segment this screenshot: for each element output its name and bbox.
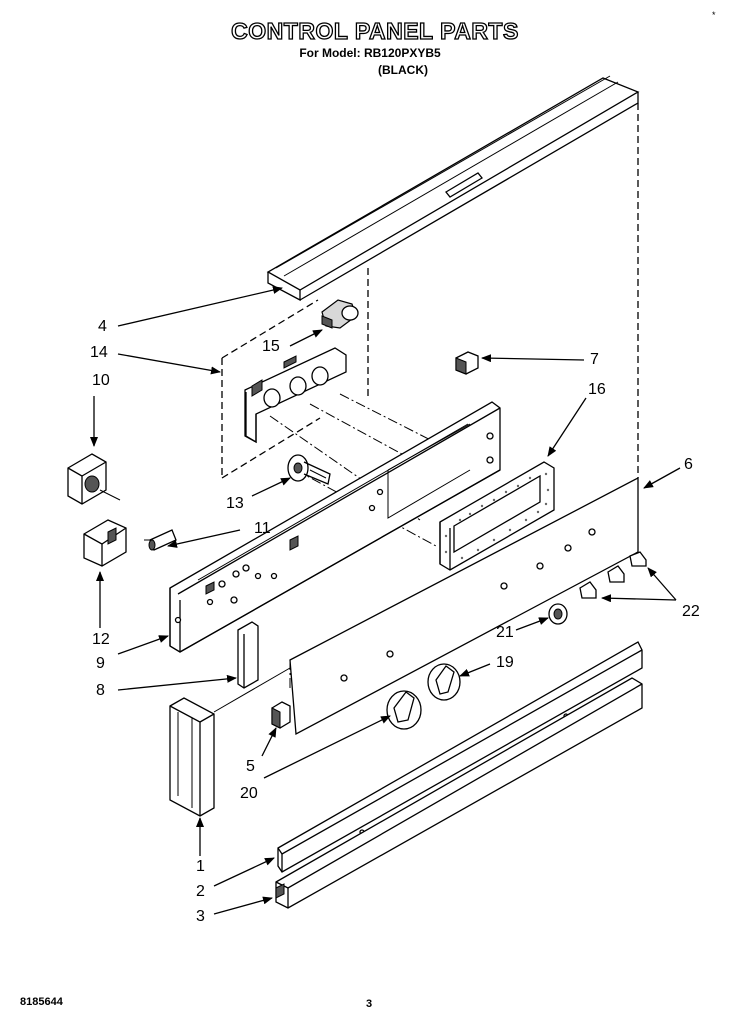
part-label-14: 14 (90, 344, 108, 361)
rotary-13 (287, 454, 331, 485)
part-label-10: 10 (92, 372, 110, 389)
clip-7 (455, 351, 479, 375)
clip-5 (271, 701, 291, 729)
transformer-10 (67, 453, 121, 505)
switch-15 (321, 299, 359, 329)
knob-20 (386, 690, 422, 730)
relay-12 (83, 519, 127, 567)
part-label-8: 8 (96, 682, 105, 699)
fuse-11 (144, 529, 177, 551)
part-label-12: 12 (92, 631, 110, 648)
leader-arrows (90, 286, 681, 915)
lower-trim-2 (277, 641, 643, 873)
part-label-15: 15 (262, 338, 280, 355)
knob-19 (427, 663, 461, 701)
top-trim-channel (266, 75, 640, 302)
part-label-11: 11 (254, 520, 271, 537)
part-label-19: 19 (496, 654, 514, 671)
part-label-16: 16 (588, 381, 606, 398)
part-label-9: 9 (96, 655, 105, 672)
knob-21 (548, 603, 568, 625)
part-label-7: 7 (590, 351, 599, 368)
gasket-frame-16 (439, 461, 555, 571)
part-label-1: 1 (196, 858, 205, 875)
footer-document-code: 8185644 (20, 996, 63, 1008)
caps-22 (579, 551, 647, 599)
part-label-22: 22 (682, 603, 700, 620)
bottom-trim-3 (275, 677, 643, 909)
end-cap-1 (169, 697, 215, 817)
part-label-4: 4 (98, 318, 107, 335)
switch-bracket-14 (244, 347, 347, 444)
part-label-6: 6 (684, 456, 693, 473)
part-label-5: 5 (246, 758, 255, 775)
part-label-21: 21 (496, 624, 514, 641)
part-label-13: 13 (226, 495, 244, 512)
part-label-2: 2 (196, 883, 205, 900)
front-overlay-6 (289, 476, 639, 736)
bracket-8 (237, 621, 259, 689)
part-label-20: 20 (240, 785, 258, 802)
control-panel-9 (169, 401, 501, 653)
model-line: For Model: RB120PXYB5 (299, 46, 441, 60)
footer-page-number: 3 (366, 998, 373, 1010)
part-label-3: 3 (196, 908, 205, 925)
corner-mark: * (712, 10, 716, 20)
color-variant: (BLACK) (378, 63, 428, 77)
page-title: CONTROL PANEL PARTS (231, 17, 519, 44)
